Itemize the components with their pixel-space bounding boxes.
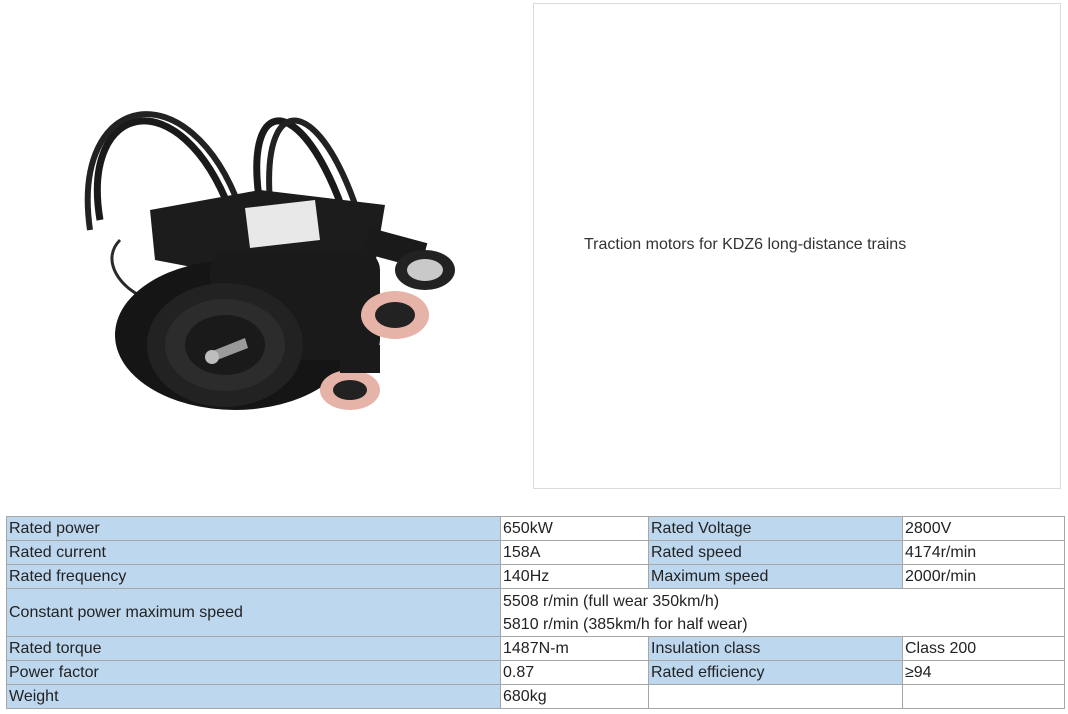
spec-label: Weight bbox=[6, 684, 501, 709]
spec-value: 5508 r/min (full wear 350km/h) 5810 r/mi… bbox=[500, 588, 1065, 637]
spec-value: 650kW bbox=[500, 516, 649, 541]
spec-label: Rated Voltage bbox=[648, 516, 903, 541]
table-row: Weight 680kg bbox=[6, 684, 1065, 709]
table-row: Rated current 158A Rated speed 4174r/min bbox=[6, 540, 1065, 565]
empty-cell bbox=[902, 684, 1065, 709]
spec-label: Rated torque bbox=[6, 636, 501, 661]
spec-label: Maximum speed bbox=[648, 564, 903, 589]
spec-value: 0.87 bbox=[500, 660, 649, 685]
spec-label: Constant power maximum speed bbox=[6, 588, 501, 637]
spec-label: Rated power bbox=[6, 516, 501, 541]
spec-value-line: 5508 r/min (full wear 350km/h) bbox=[503, 592, 720, 610]
table-row: Rated torque 1487N-m Insulation class Cl… bbox=[6, 636, 1065, 661]
spec-value: 1487N-m bbox=[500, 636, 649, 661]
spec-value-line: 5810 r/min (385km/h for half wear) bbox=[503, 615, 748, 633]
spec-label: Insulation class bbox=[648, 636, 903, 661]
spec-label: Rated efficiency bbox=[648, 660, 903, 685]
spec-label: Power factor bbox=[6, 660, 501, 685]
empty-cell bbox=[648, 684, 903, 709]
table-row: Rated power 650kW Rated Voltage 2800V bbox=[6, 516, 1065, 541]
product-caption: Traction motors for KDZ6 long-distance t… bbox=[584, 236, 907, 253]
spec-label: Rated speed bbox=[648, 540, 903, 565]
table-row: Rated frequency 140Hz Maximum speed 2000… bbox=[6, 564, 1065, 589]
traction-motor-photo bbox=[60, 90, 480, 430]
spec-value: 2800V bbox=[902, 516, 1065, 541]
spec-value: ≥94 bbox=[902, 660, 1065, 685]
spec-label: Rated frequency bbox=[6, 564, 501, 589]
table-row: Power factor 0.87 Rated efficiency ≥94 bbox=[6, 660, 1065, 685]
spec-value: 2000r/min bbox=[902, 564, 1065, 589]
specification-table: Rated power 650kW Rated Voltage 2800V Ra… bbox=[6, 516, 1065, 709]
spec-value: 680kg bbox=[500, 684, 649, 709]
spec-value: 140Hz bbox=[500, 564, 649, 589]
spec-value: 4174r/min bbox=[902, 540, 1065, 565]
spec-value: 158A bbox=[500, 540, 649, 565]
caption-panel: Traction motors for KDZ6 long-distance t… bbox=[533, 3, 1061, 489]
table-row: Constant power maximum speed 5508 r/min … bbox=[6, 588, 1065, 637]
spec-label: Rated current bbox=[6, 540, 501, 565]
spec-value: Class 200 bbox=[902, 636, 1065, 661]
